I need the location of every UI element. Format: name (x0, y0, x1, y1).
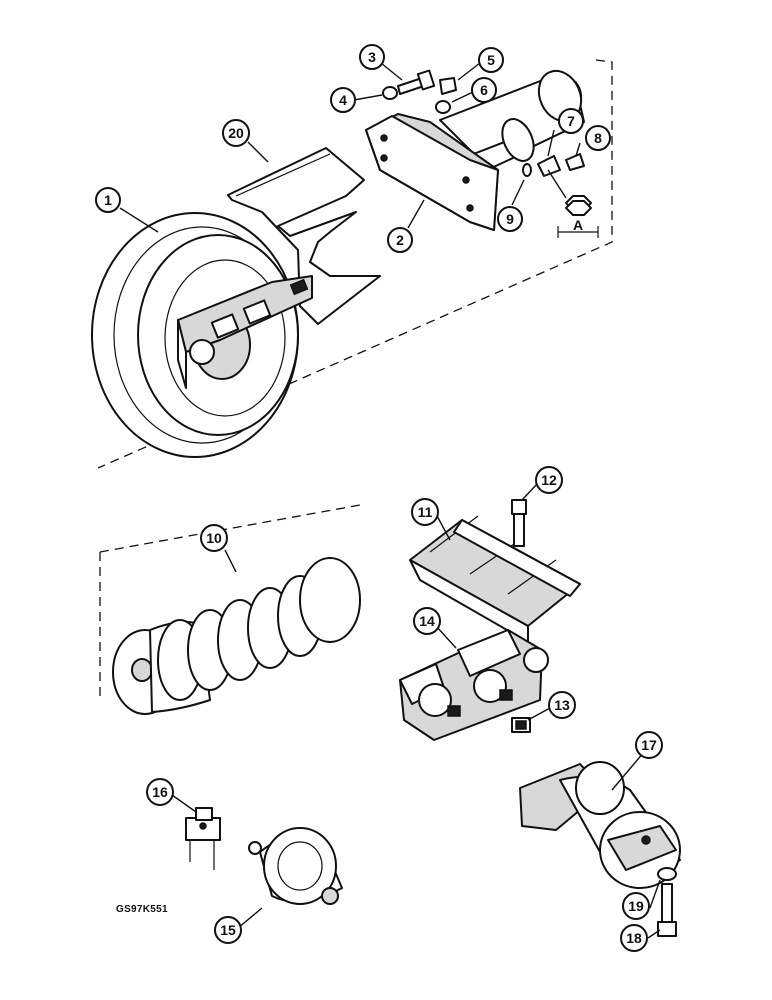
callout-17: 17 (635, 731, 663, 759)
tension-cylinder (365, 69, 585, 231)
callout-14: 14 (413, 607, 441, 635)
callout-label: 12 (541, 472, 557, 488)
callout-label: 11 (418, 504, 433, 520)
seal-ring-6 (435, 100, 451, 114)
shoe-bolt (511, 499, 527, 547)
track-nut (511, 717, 531, 733)
callout-label: 6 (480, 82, 488, 98)
callout-label: 16 (152, 784, 168, 800)
callout-label: 4 (339, 92, 347, 108)
bolt-3 (397, 69, 436, 95)
fitting-5 (439, 77, 457, 95)
guard-clamp (185, 807, 221, 870)
plug-8 (565, 153, 585, 171)
callout-label: 1 (104, 192, 112, 208)
track-shoe (409, 515, 581, 643)
callout-label: 18 (626, 930, 642, 946)
dashed-grouping-outline (97, 59, 613, 700)
recoil-spring (112, 557, 361, 715)
callout-10: 10 (200, 524, 228, 552)
callout-label: 10 (206, 530, 222, 546)
callout-label: 7 (567, 113, 575, 129)
callout-label: 17 (641, 737, 657, 753)
callout-2: 2 (387, 227, 413, 253)
callout-5: 5 (478, 47, 504, 73)
callout-1: 1 (95, 187, 121, 213)
callout-label: 14 (419, 613, 435, 629)
callout-6: 6 (471, 77, 497, 103)
figure-code: GS97K551 (116, 904, 168, 915)
callout-19: 19 (622, 892, 650, 920)
carrier-roller (248, 827, 343, 905)
roller-washer (657, 867, 677, 881)
track-roller (519, 761, 681, 889)
valve-fitting-7 (537, 155, 561, 177)
callout-3: 3 (359, 44, 385, 70)
callout-20: 20 (222, 119, 250, 147)
dimension-label: A (573, 217, 583, 233)
track-link-chain (399, 629, 549, 741)
callout-12: 12 (535, 466, 563, 494)
callout-8: 8 (585, 125, 611, 151)
guard-plate (227, 147, 381, 325)
callout-label: 2 (396, 232, 404, 248)
o-ring-9 (522, 163, 532, 177)
callout-label: 9 (506, 211, 514, 227)
callout-18: 18 (620, 924, 648, 952)
roller-bolt (657, 883, 677, 937)
callout-9: 9 (497, 206, 523, 232)
leader-lines (119, 62, 661, 939)
callout-label: 13 (554, 697, 570, 713)
callout-4: 4 (330, 87, 356, 113)
callout-label: 8 (594, 130, 602, 146)
callout-label: 3 (368, 49, 376, 65)
callout-label: 5 (487, 52, 495, 68)
callout-label: 15 (220, 922, 236, 938)
callout-15: 15 (214, 916, 242, 944)
hex-nut-dimension-a: A (547, 169, 599, 238)
idler-yoke (177, 275, 313, 389)
callout-label: 19 (628, 898, 644, 914)
callout-label: 20 (228, 125, 244, 141)
callout-16: 16 (146, 778, 174, 806)
callout-13: 13 (548, 691, 576, 719)
callout-11: 11 (411, 498, 439, 526)
callout-7: 7 (558, 108, 584, 134)
washer-4 (382, 86, 398, 100)
